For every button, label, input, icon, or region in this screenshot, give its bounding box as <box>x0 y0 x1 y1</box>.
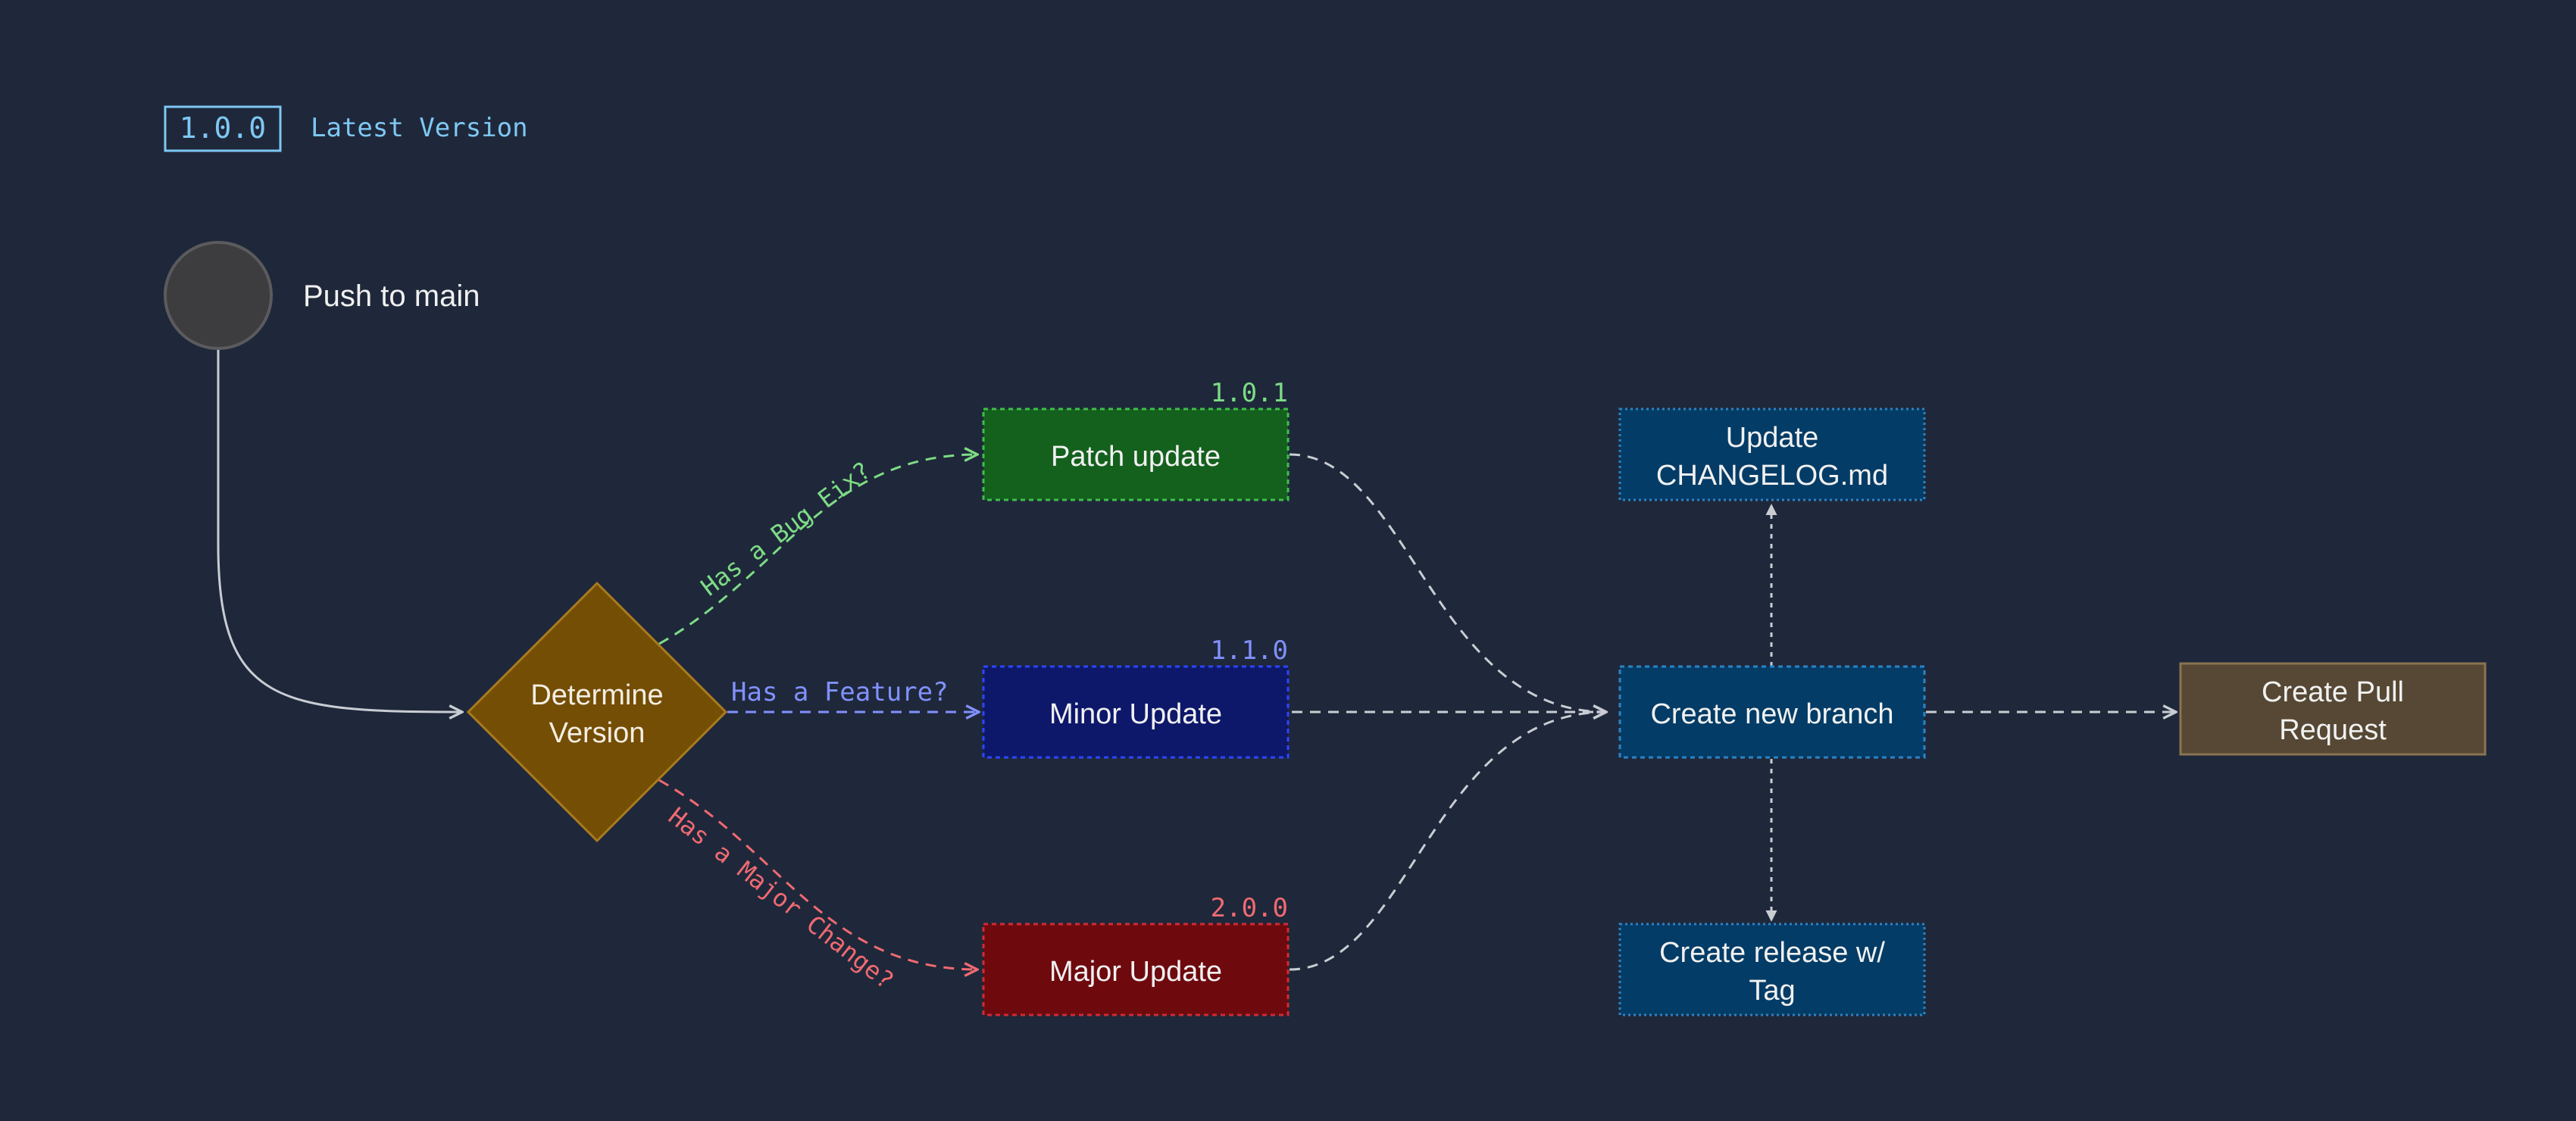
create-new-branch-node[interactable]: Create new branch <box>1618 665 1926 759</box>
major-update-label: Major Update <box>1049 956 1222 988</box>
minor-update-node[interactable]: 1.1.0 Minor Update <box>982 635 1290 759</box>
bugfix-connector <box>658 454 977 645</box>
start-node[interactable]: Push to main <box>164 241 480 350</box>
patch-update-box[interactable] <box>982 407 1290 501</box>
minor-version: 1.1.0 <box>1211 635 1288 666</box>
decision-diamond[interactable] <box>466 581 728 843</box>
major-update-node[interactable]: 2.0.0 Major Update <box>982 893 1290 1016</box>
major-update-box[interactable] <box>982 923 1290 1016</box>
start-circle[interactable] <box>164 241 273 350</box>
new-branch-label: Create new branch <box>1650 698 1893 730</box>
patch-to-branch-connector <box>1289 453 1606 712</box>
decision-label-line2: Version <box>549 717 646 749</box>
changelog-label-line1: Update <box>1726 422 1819 454</box>
release-box[interactable] <box>1618 923 1926 1016</box>
pull-request-label-line1: Create Pull <box>2262 676 2404 708</box>
major-condition-label: Has a Major Change? <box>663 801 899 995</box>
feature-condition-label: Has a Feature? <box>731 677 949 707</box>
update-changelog-node[interactable]: Update CHANGELOG.md <box>1618 407 1926 501</box>
patch-update-label: Patch update <box>1051 441 1221 473</box>
version-label: Latest Version <box>311 113 528 143</box>
decision-label-line1: Determine <box>530 679 663 711</box>
patch-update-node[interactable]: 1.0.1 Patch update <box>982 378 1290 501</box>
latest-version-header: 1.0.0 Latest Version <box>164 105 528 152</box>
release-label-line2: Tag <box>1749 975 1795 1007</box>
changelog-box[interactable] <box>1618 407 1926 501</box>
determine-version-decision[interactable]: Determine Version <box>466 581 728 843</box>
bugfix-condition-label: Has a Bug Fix? <box>696 456 876 602</box>
major-connector <box>658 779 977 970</box>
major-version: 2.0.0 <box>1211 893 1288 923</box>
minor-update-box[interactable] <box>982 665 1290 759</box>
start-label: Push to main <box>303 279 480 313</box>
major-to-branch-connector <box>1289 712 1606 971</box>
changelog-label-line2: CHANGELOG.md <box>1656 460 1888 492</box>
new-branch-box[interactable] <box>1618 665 1926 759</box>
version-badge-box <box>164 105 282 152</box>
version-badge: 1.0.0 <box>180 111 266 145</box>
pull-request-label-line2: Request <box>2279 714 2387 746</box>
create-release-node[interactable]: Create release w/ Tag <box>1618 923 1926 1016</box>
push-to-decision-connector <box>217 348 462 712</box>
minor-update-label: Minor Update <box>1049 698 1222 730</box>
create-pull-request-node[interactable]: Create Pull Request <box>2179 662 2487 756</box>
pull-request-box[interactable] <box>2179 662 2487 756</box>
release-label-line1: Create release w/ <box>1659 937 1885 969</box>
patch-version: 1.0.1 <box>1211 378 1288 408</box>
